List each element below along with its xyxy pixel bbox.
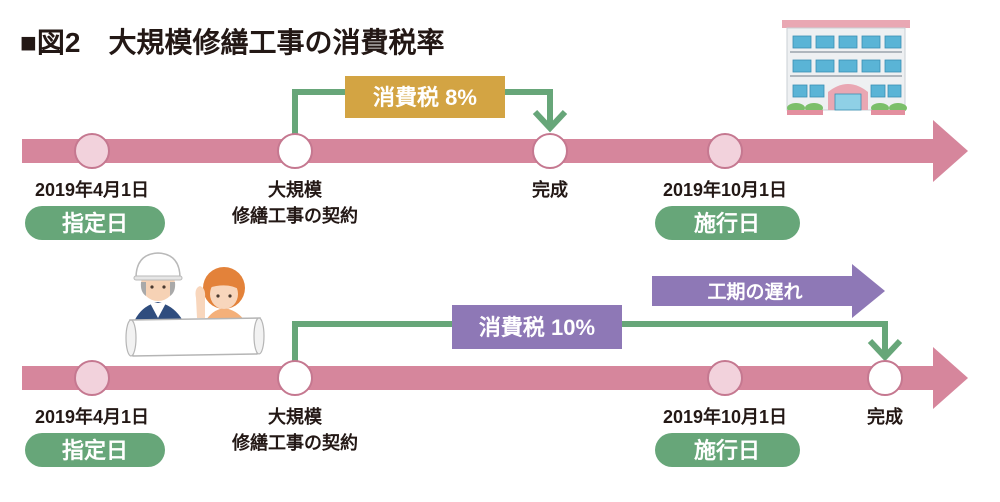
worker-man-collar: [150, 303, 166, 318]
bottom-connector-arrowhead: [867, 338, 903, 362]
page-title: ■図2 大規模修繕工事の消費税率: [20, 26, 445, 58]
tax-8-percent-box: [345, 76, 505, 118]
tax-10-percent-label: 消費税 10%: [479, 315, 595, 340]
bottom-milestone-contract: [277, 360, 313, 396]
top-connector-arrowhead: [532, 109, 568, 133]
worker-man-helmet-brim: [133, 275, 183, 281]
building-entrance-door: [834, 93, 862, 111]
top-designation-badge: [25, 206, 165, 240]
bottom-enforcement-badge-label: 施行日: [694, 438, 760, 463]
building-windows-row-1: [792, 35, 902, 49]
top-designation-date: 2019年4月1日: [35, 179, 149, 200]
worker-woman-eyes: [216, 294, 232, 298]
top-enforcement-date: 2019年10月1日: [663, 179, 787, 200]
top-timeline-arrowhead: [933, 120, 968, 182]
construction-delay-arrow: [652, 264, 885, 318]
bottom-enforcement-date: 2019年10月1日: [663, 406, 787, 427]
bottom-contract-label-line-2: 修繕工事の契約: [231, 432, 358, 453]
bottom-enforcement-badge: [655, 433, 800, 467]
bottom-designation-badge-label: 指定日: [62, 438, 128, 463]
bottom-milestone-designation: [74, 360, 110, 396]
top-timeline: 消費税 8% 2019年4月1日 指定日 大規模 修繕工事の契約 完成 2019…: [22, 76, 968, 240]
bottom-timeline: 工期の遅れ 消費税 10% 2019年4月1日 指定日 大規模 修繕工事の契約 …: [22, 264, 968, 467]
apartment-building-icon: [782, 20, 910, 115]
top-completion-label: 完成: [532, 179, 568, 200]
blueprint-sheet: [129, 317, 261, 357]
bottom-designation-badge: [25, 433, 165, 467]
top-milestone-designation: [74, 133, 110, 169]
blueprint-roll-right: [253, 317, 265, 355]
building-roof: [782, 20, 910, 28]
bottom-contract-label-line-1: 大規模: [268, 406, 323, 427]
bottom-milestone-completion: [867, 360, 903, 396]
bottom-completion-label: 完成: [867, 406, 903, 427]
bottom-timeline-arrowhead: [933, 347, 968, 409]
building-planters: [787, 110, 905, 115]
workers-holding-blueprint-icon: [125, 252, 265, 357]
worker-woman-waving-hand: [195, 286, 206, 318]
top-milestone-contract: [277, 133, 313, 169]
top-enforcement-badge: [655, 206, 800, 240]
bottom-milestone-enforcement: [707, 360, 743, 396]
building-windows-row-2: [792, 59, 902, 73]
worker-man-eyes: [150, 285, 166, 289]
top-contract-label-line-2: 修繕工事の契約: [231, 205, 358, 226]
top-designation-badge-label: 指定日: [62, 211, 128, 236]
top-milestone-completion: [532, 133, 568, 169]
top-milestone-enforcement: [707, 133, 743, 169]
construction-delay-label: 工期の遅れ: [707, 281, 802, 303]
worker-man-helmet: [135, 252, 181, 279]
tax-8-percent-label: 消費税 8%: [373, 85, 477, 110]
building-windows-row-3: [792, 84, 902, 98]
bottom-timeline-bar: [22, 366, 937, 390]
top-enforcement-badge-label: 施行日: [694, 211, 760, 236]
worker-woman-bangs: [208, 275, 240, 290]
worker-woman-face: [210, 279, 238, 309]
bottom-designation-date: 2019年4月1日: [35, 406, 149, 427]
blueprint-roll-left: [125, 319, 137, 357]
top-timeline-bar: [22, 139, 937, 163]
top-contract-label-line-1: 大規模: [268, 179, 323, 200]
worker-man-hair: [140, 282, 176, 296]
tax-10-percent-box: [452, 305, 622, 349]
